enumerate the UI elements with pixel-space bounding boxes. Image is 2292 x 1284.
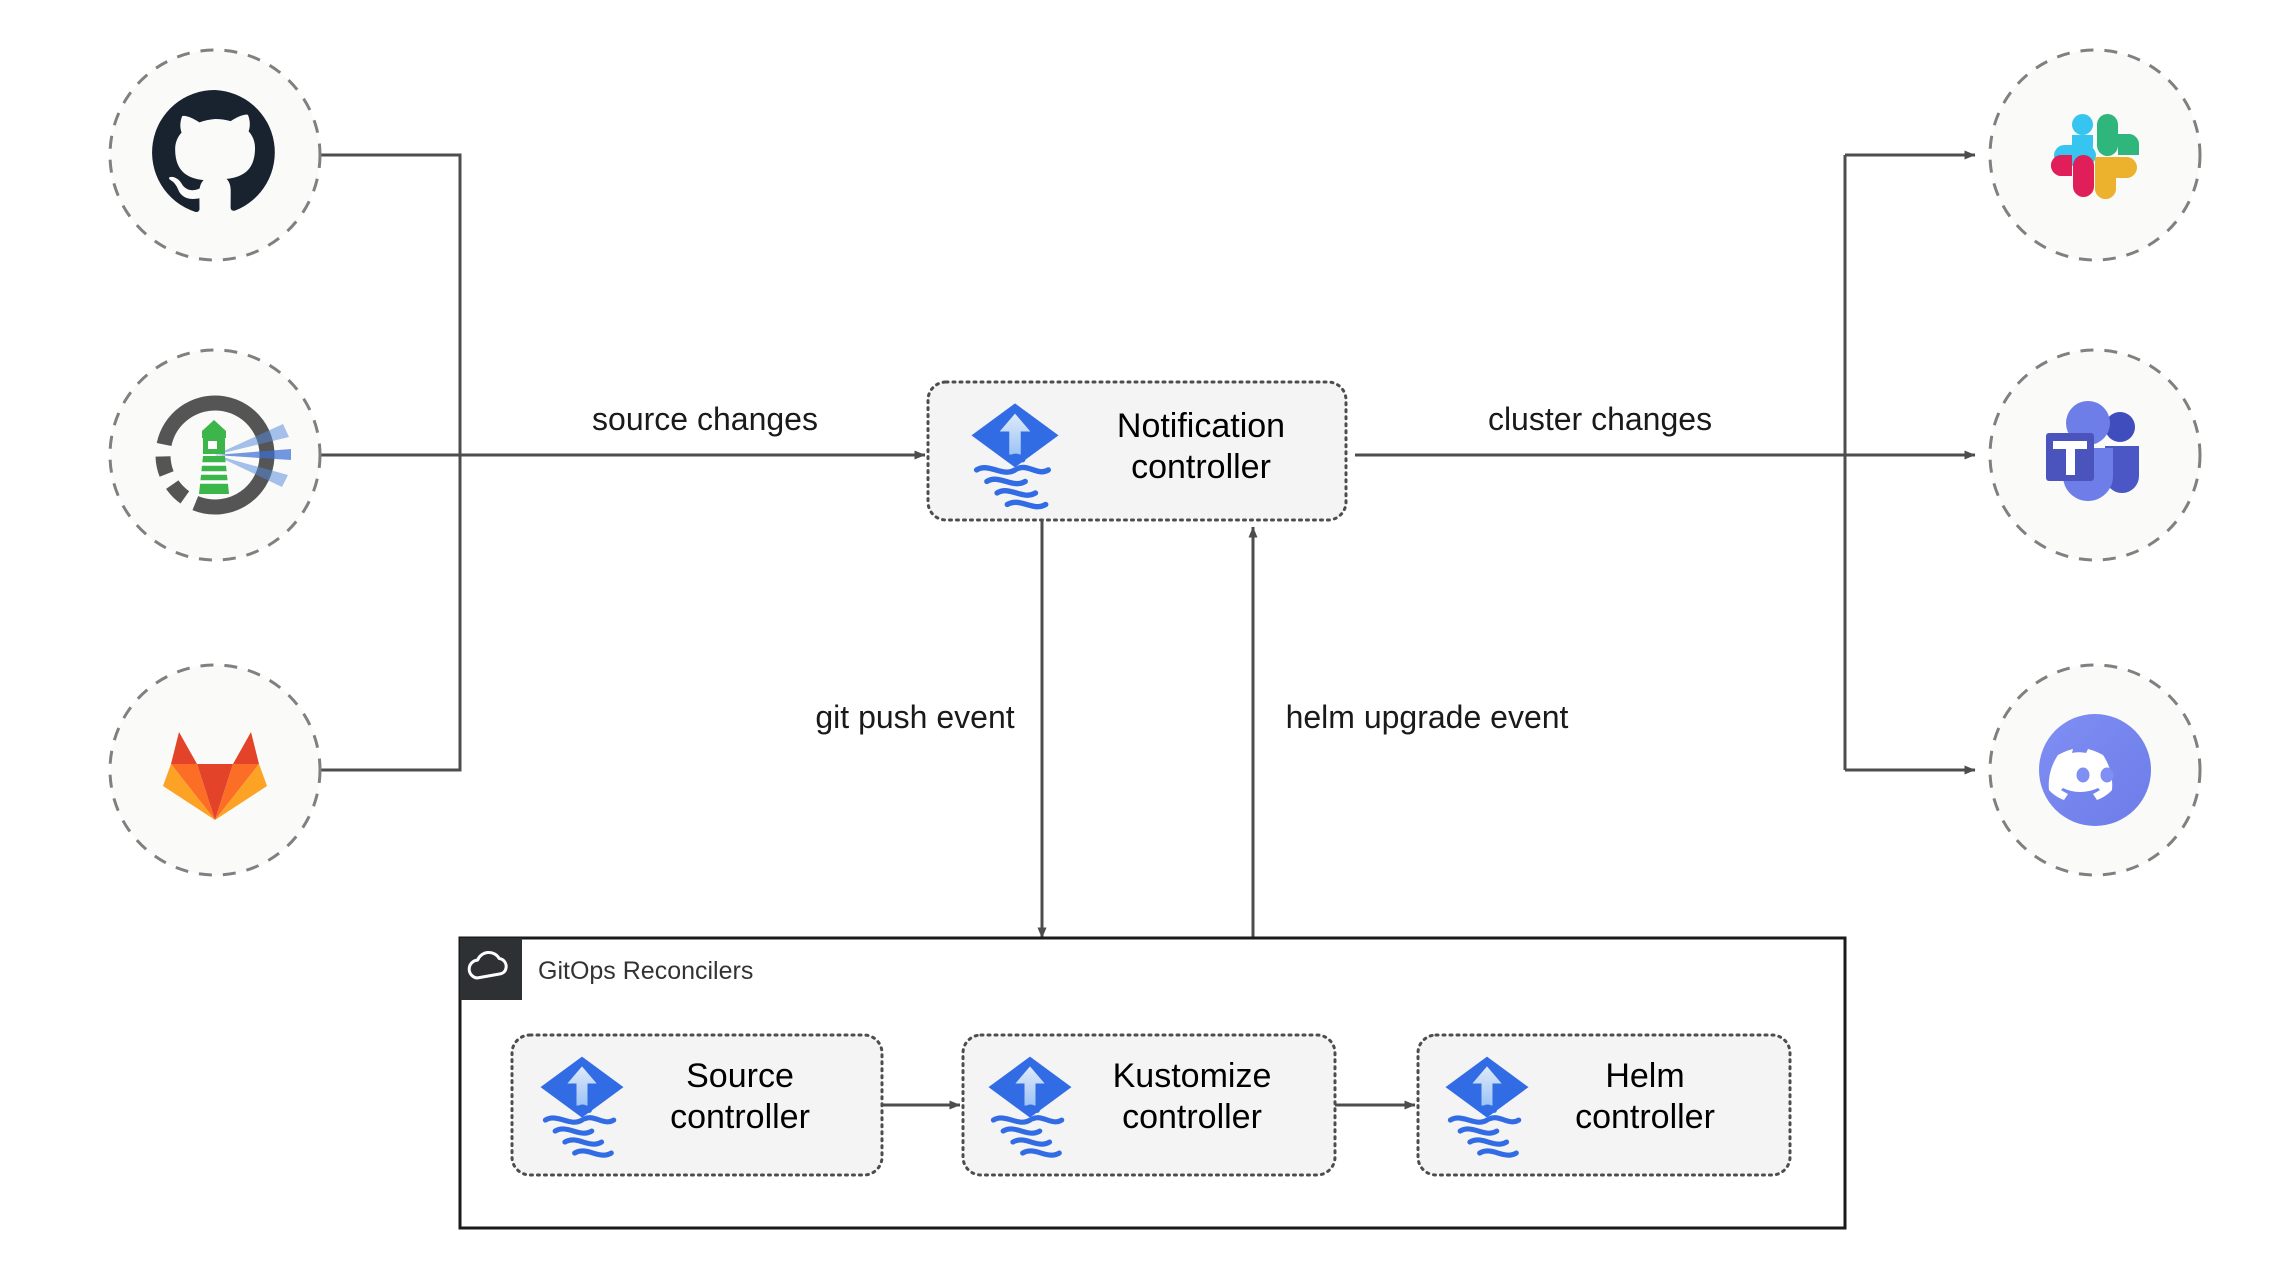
kustomize-controller-box	[961, 1033, 1337, 1177]
github-node-circle	[108, 48, 322, 262]
discord-logo	[2039, 714, 2151, 826]
destination-node-teams[interactable]	[1988, 348, 2202, 562]
source-node-helm[interactable]	[108, 348, 322, 562]
flux-logo	[1445, 1056, 1529, 1158]
flux-logo	[971, 403, 1059, 510]
edge-source-changes: source changes	[321, 153, 926, 772]
helm-controller-label-line2: controller	[1575, 1098, 1715, 1136]
edge-label-cluster-changes: cluster changes	[1488, 401, 1712, 437]
edge-label-source-changes: source changes	[592, 401, 818, 437]
source-controller-label-line1: Source	[686, 1057, 794, 1095]
kustomize-controller-label-line2: controller	[1122, 1098, 1262, 1136]
helm-logo	[155, 395, 291, 515]
helm-controller-box	[1416, 1033, 1792, 1177]
gitlab-logo	[163, 732, 267, 820]
source-node-github[interactable]	[108, 48, 322, 262]
cloud-icon	[467, 950, 508, 980]
edge-cluster-changes: cluster changes	[1355, 150, 1976, 775]
node-helm-controller[interactable]: Helm controller	[1416, 1033, 1792, 1177]
helm-controller-label-line1: Helm	[1605, 1057, 1684, 1095]
edge-git-push-event: git push event	[815, 521, 1047, 939]
notification-controller-label-line2: controller	[1131, 448, 1271, 486]
gitops-reconcilers-border	[458, 936, 1847, 1230]
source-controller-label-line2: controller	[670, 1098, 810, 1136]
node-source-controller[interactable]: Source controller	[510, 1033, 884, 1177]
gitops-reconcilers-group: GitOps Reconcilers	[458, 936, 1847, 1230]
node-kustomize-controller[interactable]: Kustomize controller	[961, 1033, 1337, 1177]
node-notification-controller[interactable]: Notification controller	[926, 380, 1348, 522]
notification-controller-label-line1: Notification	[1117, 407, 1285, 445]
kustomize-controller-label-line1: Kustomize	[1113, 1057, 1272, 1095]
edge-helm-upgrade-event: helm upgrade event	[1248, 526, 1569, 938]
edge-label-git-push-event: git push event	[815, 699, 1014, 735]
gitops-reconcilers-title: GitOps Reconcilers	[538, 957, 753, 985]
github-logo	[152, 89, 275, 212]
flux-logo	[540, 1056, 624, 1158]
source-controller-box	[510, 1033, 884, 1177]
slack-logo	[2051, 114, 2139, 199]
teams-logo	[2046, 401, 2139, 501]
source-node-gitlab[interactable]	[108, 663, 322, 877]
destination-node-discord[interactable]	[1988, 663, 2202, 877]
flux-logo	[988, 1056, 1072, 1158]
edge-label-helm-upgrade-event: helm upgrade event	[1286, 699, 1569, 735]
destination-node-slack[interactable]	[1988, 48, 2202, 262]
